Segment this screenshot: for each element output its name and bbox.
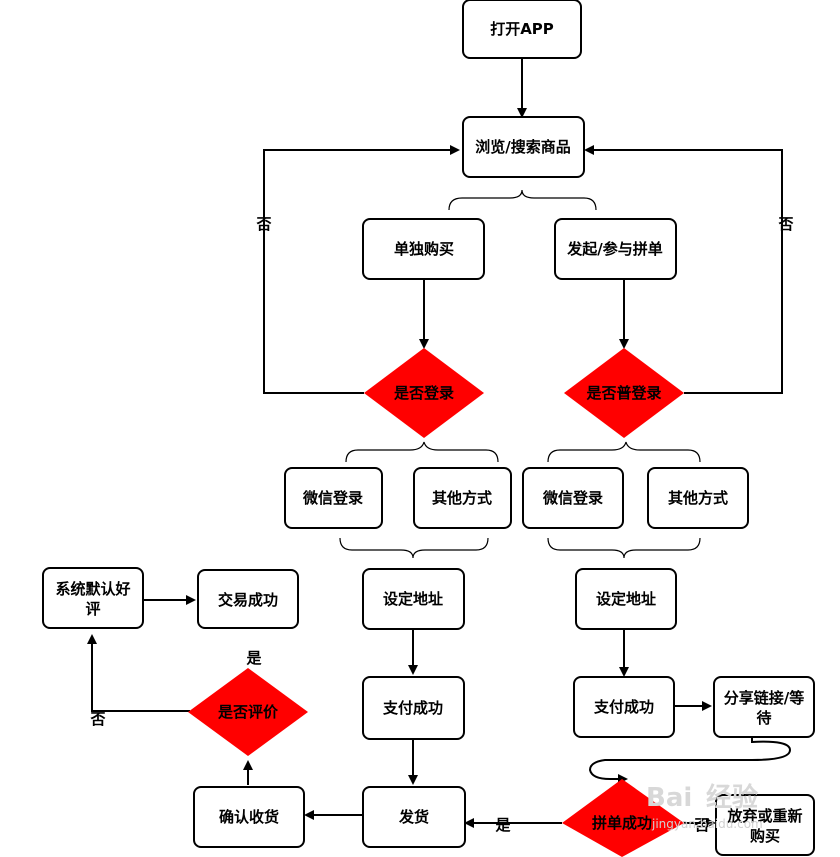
watermark-brand-cn: 经验: [706, 782, 758, 813]
node-default-review: [42, 567, 144, 629]
decision-login-left: [364, 348, 484, 438]
text-open-app: 打开APP: [490, 20, 554, 38]
text-review-check: 是否评价: [217, 703, 279, 721]
text-wechat-login-left: 微信登录: [302, 489, 363, 507]
text-wechat-login-right: 微信登录: [542, 489, 603, 507]
text-group-buy: 发起/参与拼单: [566, 240, 662, 258]
text-share-line1: 分享链接/等: [724, 689, 804, 707]
brace-address-right: [547, 537, 701, 559]
text-deal-success: 交易成功: [218, 591, 278, 609]
node-texts: 打开APP 浏览/搜索商品 单独购买 发起/参与拼单 是否登录 是否普登录 微信…: [55, 20, 804, 845]
node-deal-success: [197, 569, 299, 629]
node-confirm-receipt: [193, 786, 305, 848]
node-browse: [462, 116, 585, 178]
process-boxes: [42, 0, 815, 856]
text-address-right: 设定地址: [596, 590, 656, 608]
text-other-left: 其他方式: [432, 489, 492, 507]
node-open-app: [462, 0, 582, 59]
decision-review: [188, 668, 308, 756]
braces: [339, 189, 701, 559]
text-address-left: 设定地址: [383, 590, 443, 608]
node-address-left: [362, 568, 465, 630]
loop-no-left: [263, 145, 460, 394]
text-give-up-line1: 放弃或重新: [726, 807, 802, 825]
text-confirm-receipt: 确认收货: [219, 808, 279, 826]
text-buy-alone: 单独购买: [394, 240, 454, 258]
brace-login-left: [345, 441, 499, 463]
text-other-right: 其他方式: [668, 489, 728, 507]
loop-no-right: [584, 145, 783, 394]
label-no-give-up: 否: [693, 816, 709, 834]
brace-address-left: [339, 537, 489, 559]
watermark: Bai 经验 jingyan.baidu.com: [646, 782, 763, 831]
node-buy-alone: [362, 218, 485, 280]
node-pay-right: [573, 676, 675, 738]
node-give-up: [715, 794, 815, 856]
arrow-share-to-group-success: [588, 738, 792, 784]
label-yes-ship: 是: [494, 816, 511, 834]
decision-diamonds: [188, 348, 684, 857]
connectors: [87, 58, 792, 828]
label-no-left: 否: [255, 215, 271, 233]
text-ship: 发货: [398, 808, 429, 826]
label-no-right: 否: [777, 215, 793, 233]
text-pay-left: 支付成功: [382, 699, 443, 717]
text-group-success: 拼单成功: [592, 814, 652, 832]
brace-login-right: [547, 441, 701, 463]
decision-login-right: [564, 348, 684, 438]
node-ship: [362, 786, 466, 848]
text-browse: 浏览/搜索商品: [475, 138, 570, 156]
label-no-review: 否: [89, 710, 105, 728]
text-default-review-line1: 系统默认好: [55, 580, 130, 598]
label-yes-review: 是: [245, 649, 262, 667]
text-login-check-left: 是否登录: [393, 384, 454, 402]
node-wechat-login-right: [522, 467, 624, 529]
text-give-up-line2: 购买: [750, 827, 780, 845]
node-other-right: [647, 467, 749, 529]
text-share-line2: 待: [756, 709, 771, 727]
decision-group-success: [562, 779, 684, 857]
edge-labels: 否 否 是 否 是 否: [89, 215, 793, 834]
arrow-review-to-default: [87, 634, 190, 712]
text-login-check-right: 是否普登录: [585, 384, 661, 402]
watermark-url: jingyan.baidu.com: [651, 817, 763, 831]
node-wechat-login-left: [284, 467, 383, 529]
node-pay-left: [362, 676, 465, 740]
text-default-review-line2: 评: [85, 600, 100, 618]
watermark-brand: Bai: [646, 783, 692, 813]
brace-browse: [448, 189, 597, 211]
node-share: [713, 676, 815, 738]
node-group-buy: [554, 218, 677, 280]
text-pay-right: 支付成功: [593, 698, 654, 716]
node-address-right: [575, 568, 677, 630]
node-other-left: [413, 467, 512, 529]
